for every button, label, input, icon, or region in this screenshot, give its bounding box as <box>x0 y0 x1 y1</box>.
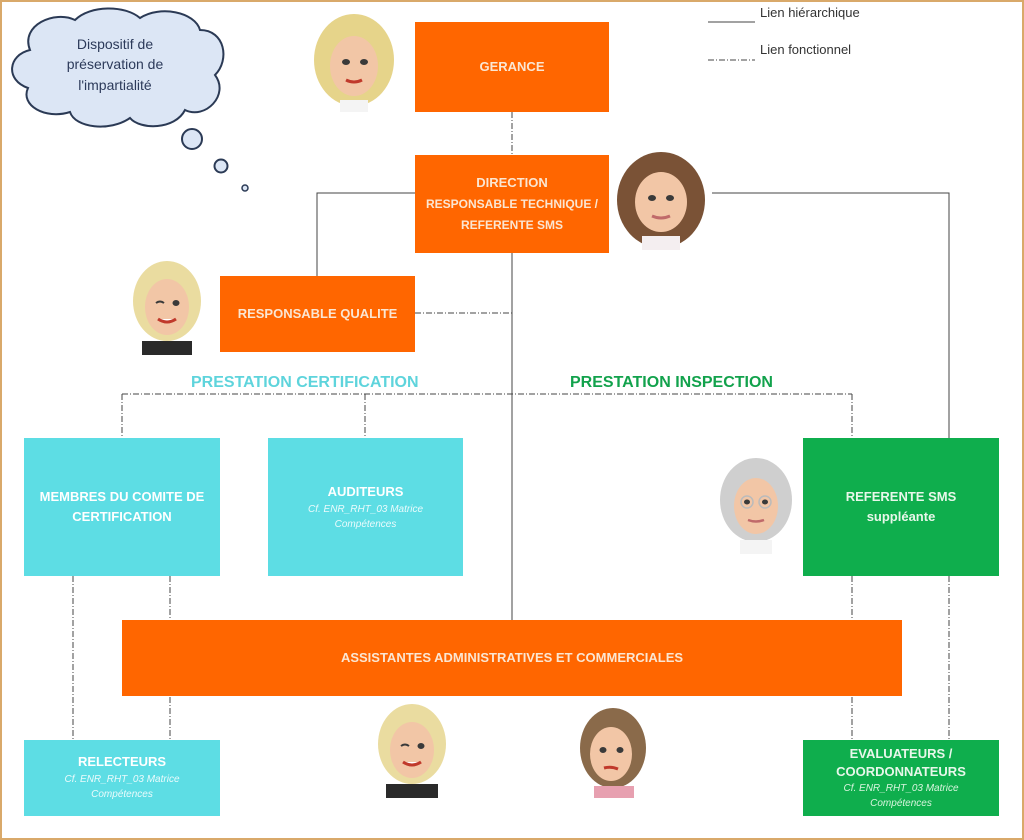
node-relecteurs-ref: Compétences <box>91 789 153 801</box>
suppleante-avatar <box>720 458 792 554</box>
node-direction-line: REFERENTE SMS <box>460 218 563 233</box>
assistante-1-avatar <box>378 704 446 798</box>
node-direction-line: RESPONSABLE TECHNIQUE / <box>425 197 599 212</box>
node-auditeurs-ref: Compétences <box>334 519 397 531</box>
bubble-small <box>241 184 249 192</box>
node-evaluateurs-ref: Compétences <box>870 797 932 809</box>
direction-avatar <box>617 152 705 250</box>
node-suppleante-subtitle: suppléante <box>866 509 936 524</box>
node-evaluateurs-line: EVALUATEURS / <box>849 746 953 762</box>
node-auditeurs-title: AUDITEURS <box>327 484 404 499</box>
link-direction-right <box>712 192 950 438</box>
node-relecteurs-ref: Cf. ENR_RHT_03 Matrice <box>64 774 180 786</box>
thought-line: préservation de <box>66 56 164 73</box>
thought-bubble <box>11 7 249 192</box>
cloud-shape <box>11 7 225 128</box>
node-auditeurs-ref: Cf. ENR_RHT_03 Matrice <box>307 504 424 516</box>
thought-line: Dispositif de <box>76 36 154 52</box>
node-evaluateurs-ref: Cf. ENR_RHT_03 Matrice <box>843 782 959 794</box>
node-comite-line: MEMBRES DU COMITE DE <box>39 488 205 504</box>
node-evaluateurs: EVALUATEURS / COORDONNATEURS Cf. ENR_RHT… <box>803 740 999 816</box>
node-assistantes-title: ASSISTANTES ADMINISTRATIVES ET COMMERCIA… <box>340 649 684 665</box>
node-direction: DIRECTION RESPONSABLE TECHNIQUE / REFERE… <box>415 155 609 253</box>
node-auditeurs: AUDITEURS Cf. ENR_RHT_03 Matrice Compéte… <box>268 438 463 576</box>
section-certification-title: PRESTATION CERTIFICATION <box>191 374 419 391</box>
thought-line: l'impartialité <box>78 76 152 93</box>
node-evaluateurs-line: COORDONNATEURS <box>836 764 966 779</box>
node-gerance: GERANCE <box>415 22 609 112</box>
bubble-large <box>181 128 203 150</box>
qualite-avatar <box>133 261 201 355</box>
node-qualite-title: RESPONSABLE QUALITE <box>237 305 398 321</box>
legend-hierarchical-label: Lien hiérarchique <box>760 5 860 20</box>
gerance-avatar <box>314 14 394 112</box>
thought-bubble-text: Dispositif de préservation de l'impartia… <box>30 34 200 95</box>
bubble-medium <box>213 158 229 174</box>
node-suppleante-title: REFERENTE SMS <box>845 488 957 504</box>
node-gerance-title: GERANCE <box>479 58 545 74</box>
node-referente-sms-suppleante: REFERENTE SMS suppléante <box>803 438 999 576</box>
node-comite-line: CERTIFICATION <box>72 509 172 524</box>
node-relecteurs-title: RELECTEURS <box>77 754 167 769</box>
node-comite-certification: MEMBRES DU COMITE DE CERTIFICATION <box>24 438 220 576</box>
legend-functional-label: Lien fonctionnel <box>760 42 852 57</box>
node-relecteurs: RELECTEURS Cf. ENR_RHT_03 Matrice Compét… <box>24 740 220 816</box>
node-direction-title: DIRECTION <box>476 174 548 190</box>
node-responsable-qualite: RESPONSABLE QUALITE <box>220 276 415 352</box>
node-assistantes: ASSISTANTES ADMINISTRATIVES ET COMMERCIA… <box>122 620 902 696</box>
link-direction-qualite <box>316 192 415 276</box>
section-inspection-title: PRESTATION INSPECTION <box>570 374 773 391</box>
assistante-2-avatar <box>580 708 646 798</box>
